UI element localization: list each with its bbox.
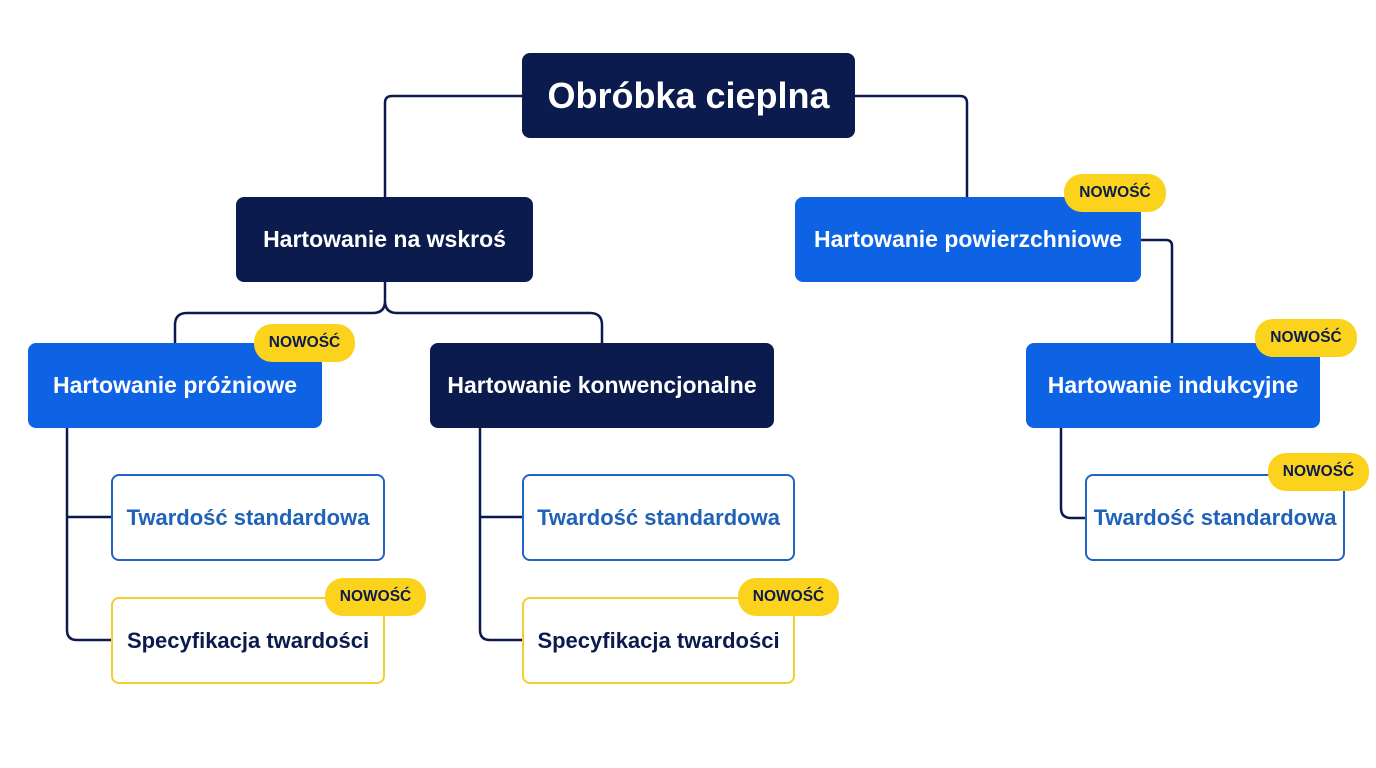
conventional-hardening-label: Hartowanie konwencjonalne <box>447 372 757 398</box>
conventional-standard-hardness-node: Twardość standardowa <box>522 474 795 561</box>
root-label: Obróbka cieplna <box>547 74 830 116</box>
badge-label: NOWOŚĆ <box>1282 463 1355 480</box>
through-hardening-label: Hartowanie na wskroś <box>263 226 506 252</box>
vacuum-hardening-new-badge: NOWOŚĆ <box>254 324 355 362</box>
through-hardening-node: Hartowanie na wskroś <box>236 197 533 282</box>
connector-through-children <box>173 281 604 344</box>
connector-vacuum-leaves <box>65 428 111 642</box>
badge-label: NOWOŚĆ <box>752 588 825 605</box>
connector-root-surface <box>855 94 969 198</box>
connector-induction-leaf <box>1059 428 1085 520</box>
connector-surface-induction <box>1140 238 1174 344</box>
conventional-hardness-spec-new-badge: NOWOŚĆ <box>738 578 839 616</box>
leaf-label: Twardość standardowa <box>1093 504 1337 530</box>
badge-label: NOWOŚĆ <box>1270 329 1342 346</box>
vacuum-hardness-spec-new-badge: NOWOŚĆ <box>325 578 426 616</box>
vacuum-standard-hardness-node: Twardość standardowa <box>111 474 385 561</box>
badge-label: NOWOŚĆ <box>339 588 412 605</box>
root-node: Obróbka cieplna <box>522 53 855 138</box>
surface-hardening-new-badge: NOWOŚĆ <box>1064 174 1166 212</box>
induction-standard-hardness-new-badge: NOWOŚĆ <box>1268 453 1369 491</box>
vacuum-hardening-label: Hartowanie próżniowe <box>52 372 298 398</box>
leaf-label: Twardość standardowa <box>537 504 780 530</box>
leaf-label: Specyfikacja twardości <box>537 627 780 653</box>
leaf-label: Specyfikacja twardości <box>126 627 370 653</box>
badge-label: NOWOŚĆ <box>1079 184 1151 201</box>
connector-root-through <box>383 94 522 198</box>
conventional-hardening-node: Hartowanie konwencjonalne <box>430 343 774 428</box>
surface-hardening-label: Hartowanie powierzchniowe <box>814 226 1122 252</box>
induction-hardening-new-badge: NOWOŚĆ <box>1255 319 1357 357</box>
connector-conventional-leaves <box>478 428 522 642</box>
induction-hardening-label: Hartowanie indukcyjne <box>1047 372 1299 398</box>
leaf-label: Twardość standardowa <box>126 504 370 530</box>
badge-label: NOWOŚĆ <box>268 334 341 351</box>
induction-hardening-node: Hartowanie indukcyjne <box>1026 343 1320 428</box>
